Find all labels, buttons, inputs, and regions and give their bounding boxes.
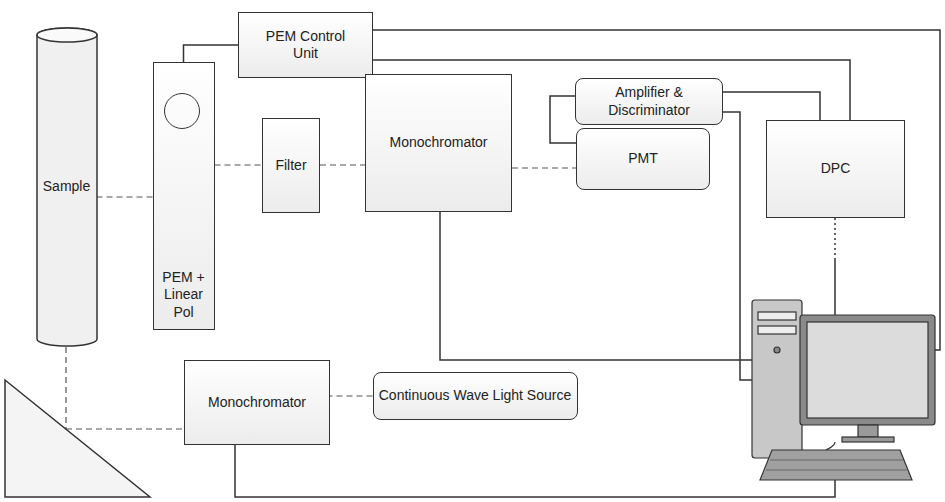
wire (235, 445, 835, 497)
light-path (66, 428, 184, 429)
node-label: PEM Control Unit (258, 28, 353, 63)
light-path (330, 395, 373, 396)
modulator-circle (164, 93, 200, 129)
light-path (512, 167, 576, 168)
prism (5, 380, 150, 497)
counter-box: DPC (766, 120, 905, 218)
wire (723, 112, 752, 380)
monochromator-box: Monochromator (365, 74, 512, 212)
light-source-box: Continuous Wave Light Source (373, 372, 578, 420)
node-label: Amplifier & Discriminator (584, 84, 714, 119)
node-label: Monochromator (208, 394, 306, 412)
node-label: PEM + Linear Pol (159, 269, 209, 322)
light-path (320, 164, 365, 165)
node-label: Sample (43, 178, 90, 196)
computer-illustration (752, 300, 935, 480)
wire (834, 258, 836, 315)
detector-box: PMT (576, 128, 710, 190)
amplifier-box: Amplifier & Discriminator (575, 78, 723, 125)
wire (723, 92, 820, 120)
modulator-box: PEM + Linear Pol (153, 62, 215, 330)
monochromator-box: Monochromator (184, 360, 330, 445)
node-label: Filter (275, 157, 306, 175)
node-label: Monochromator (389, 134, 487, 152)
wire (550, 96, 576, 143)
filter-box: Filter (262, 118, 320, 213)
sample-cylinder: Sample (37, 28, 97, 346)
node-label: PMT (628, 150, 658, 168)
wire (184, 45, 239, 62)
control-box: PEM Control Unit (238, 12, 373, 78)
light-path (65, 347, 66, 429)
light-path (97, 196, 153, 197)
wire (440, 212, 752, 360)
wire (834, 218, 836, 258)
node-label: DPC (821, 160, 851, 178)
light-path (215, 164, 263, 165)
node-label: Continuous Wave Light Source (379, 387, 571, 405)
